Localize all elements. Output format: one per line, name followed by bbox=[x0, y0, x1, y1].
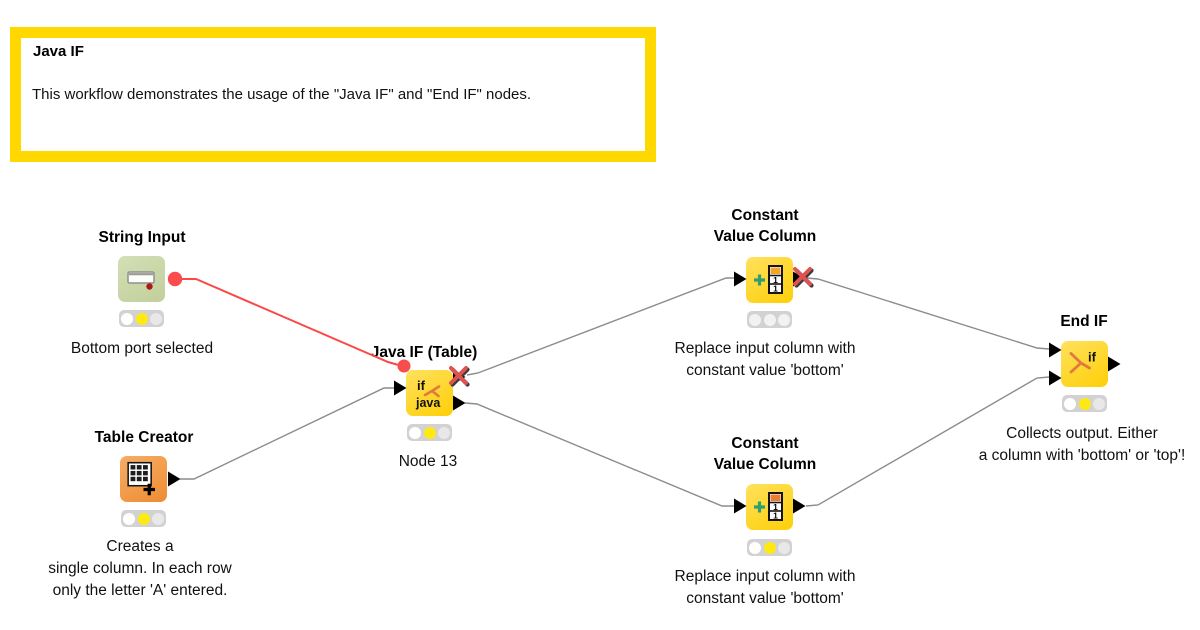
output-port-javaif-top[interactable] bbox=[453, 369, 466, 385]
red-lamp bbox=[409, 426, 421, 439]
green-lamp bbox=[778, 313, 790, 326]
node-caption-constant-bottom[interactable]: Replace input column with constant value… bbox=[674, 568, 856, 607]
traffic-light-constant-bottom bbox=[747, 539, 792, 556]
node-label-constant-bottom: Constant Value Column bbox=[713, 435, 817, 473]
connection-tablecreator-javaif[interactable] bbox=[180, 387, 394, 480]
traffic-light-table-creator bbox=[121, 510, 166, 527]
node-label-string-input: String Input bbox=[98, 229, 186, 246]
traffic-light-constant-top bbox=[747, 311, 792, 328]
table-plus-icon bbox=[127, 461, 155, 496]
green-lamp bbox=[778, 541, 790, 554]
inactive-port-x-icon-constant-top bbox=[793, 267, 814, 288]
red-lamp bbox=[123, 512, 135, 525]
flow-variable-port-string-input-selected[interactable] bbox=[167, 271, 183, 287]
workflow-annotation[interactable]: Java IF This workflow demonstrates the u… bbox=[10, 27, 656, 162]
svg-text:1: 1 bbox=[773, 283, 778, 293]
node-table-creator[interactable] bbox=[120, 456, 167, 502]
green-lamp bbox=[152, 512, 164, 525]
green-lamp bbox=[150, 312, 162, 325]
annotation-title: Java IF bbox=[33, 43, 84, 60]
input-port-javaif[interactable] bbox=[394, 380, 407, 396]
traffic-light-end-if bbox=[1062, 395, 1107, 412]
constant-column-icon: 1 1 bbox=[754, 265, 783, 294]
svg-text:1: 1 bbox=[773, 275, 778, 285]
node-label-table-creator: Table Creator bbox=[94, 429, 194, 446]
node-caption-end-if[interactable]: Collects output. Either a column with 'b… bbox=[978, 425, 1186, 464]
text-input-icon bbox=[127, 271, 155, 290]
end-if-icon: if bbox=[1069, 350, 1097, 374]
red-lamp bbox=[121, 312, 133, 325]
svg-text:1: 1 bbox=[773, 502, 778, 512]
yellow-lamp bbox=[763, 313, 776, 326]
node-caption-java-if[interactable]: Node 13 bbox=[398, 453, 458, 470]
node-caption-table-creator[interactable]: Creates a single column. In each row onl… bbox=[48, 538, 232, 599]
node-caption-string-input[interactable]: Bottom port selected bbox=[70, 340, 214, 357]
input-port-constant-top[interactable] bbox=[734, 271, 747, 287]
green-lamp bbox=[438, 426, 450, 439]
svg-text:java: java bbox=[415, 396, 441, 410]
output-port-end-if[interactable] bbox=[1108, 356, 1121, 372]
node-constant-value-column-top[interactable]: 1 1 bbox=[746, 257, 793, 303]
connection-javaif-constantbottom[interactable] bbox=[464, 402, 734, 507]
node-caption-constant-top[interactable]: Replace input column with constant value… bbox=[674, 340, 856, 379]
output-port-table-creator[interactable] bbox=[168, 471, 181, 487]
input-port-endif-top[interactable] bbox=[1049, 342, 1062, 358]
node-label-constant-top: Constant Value Column bbox=[713, 207, 817, 245]
node-java-if[interactable]: if java bbox=[406, 370, 453, 416]
input-port-constant-bottom[interactable] bbox=[734, 498, 747, 514]
traffic-light-java-if bbox=[407, 424, 452, 441]
svg-text:1: 1 bbox=[773, 510, 778, 520]
node-label-end-if: End IF bbox=[1060, 313, 1108, 330]
node-string-input[interactable] bbox=[118, 256, 165, 302]
input-port-endif-bottom[interactable] bbox=[1049, 370, 1062, 386]
red-lamp bbox=[749, 313, 761, 326]
node-label-java-if: Java IF (Table) bbox=[370, 344, 478, 361]
node-end-if[interactable]: if bbox=[1061, 341, 1108, 387]
yellow-lamp bbox=[137, 512, 150, 525]
constant-column-icon: 1 1 bbox=[754, 492, 783, 521]
red-lamp bbox=[1064, 397, 1076, 410]
java-if-icon: if java bbox=[415, 378, 441, 410]
svg-text:if: if bbox=[417, 378, 426, 393]
green-lamp bbox=[1093, 397, 1105, 410]
traffic-light-string-input bbox=[119, 310, 164, 327]
output-port-constant-bottom[interactable] bbox=[793, 498, 806, 514]
yellow-lamp bbox=[1078, 397, 1091, 410]
yellow-lamp bbox=[135, 312, 148, 325]
node-constant-value-column-bottom[interactable]: 1 1 bbox=[746, 484, 793, 530]
yellow-lamp bbox=[423, 426, 436, 439]
red-lamp bbox=[749, 541, 761, 554]
output-port-javaif-bottom[interactable] bbox=[453, 395, 466, 411]
annotation-body: This workflow demonstrates the usage of … bbox=[32, 86, 532, 103]
output-port-constant-top[interactable] bbox=[793, 271, 806, 287]
svg-text:if: if bbox=[1088, 350, 1097, 365]
yellow-lamp bbox=[763, 541, 776, 554]
inactive-port-x-icon-javaif bbox=[449, 366, 470, 387]
